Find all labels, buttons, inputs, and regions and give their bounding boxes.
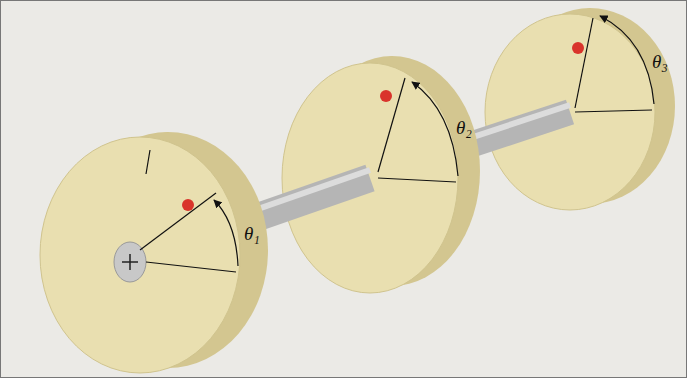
shaft-end <box>114 242 146 282</box>
angle-label: θ₂ <box>456 118 472 137</box>
angle-marking <box>140 150 238 272</box>
disk <box>485 8 675 210</box>
angle-marking <box>378 78 458 182</box>
reference-dot <box>182 199 194 211</box>
angle-marking <box>575 16 654 112</box>
reference-dot <box>380 90 392 102</box>
disk <box>40 132 268 373</box>
angle-label: θ₁ <box>244 224 260 243</box>
reference-dot <box>572 42 584 54</box>
disk <box>282 56 480 293</box>
axis-cross <box>122 254 138 270</box>
angle-label: θ₃ <box>652 52 668 71</box>
